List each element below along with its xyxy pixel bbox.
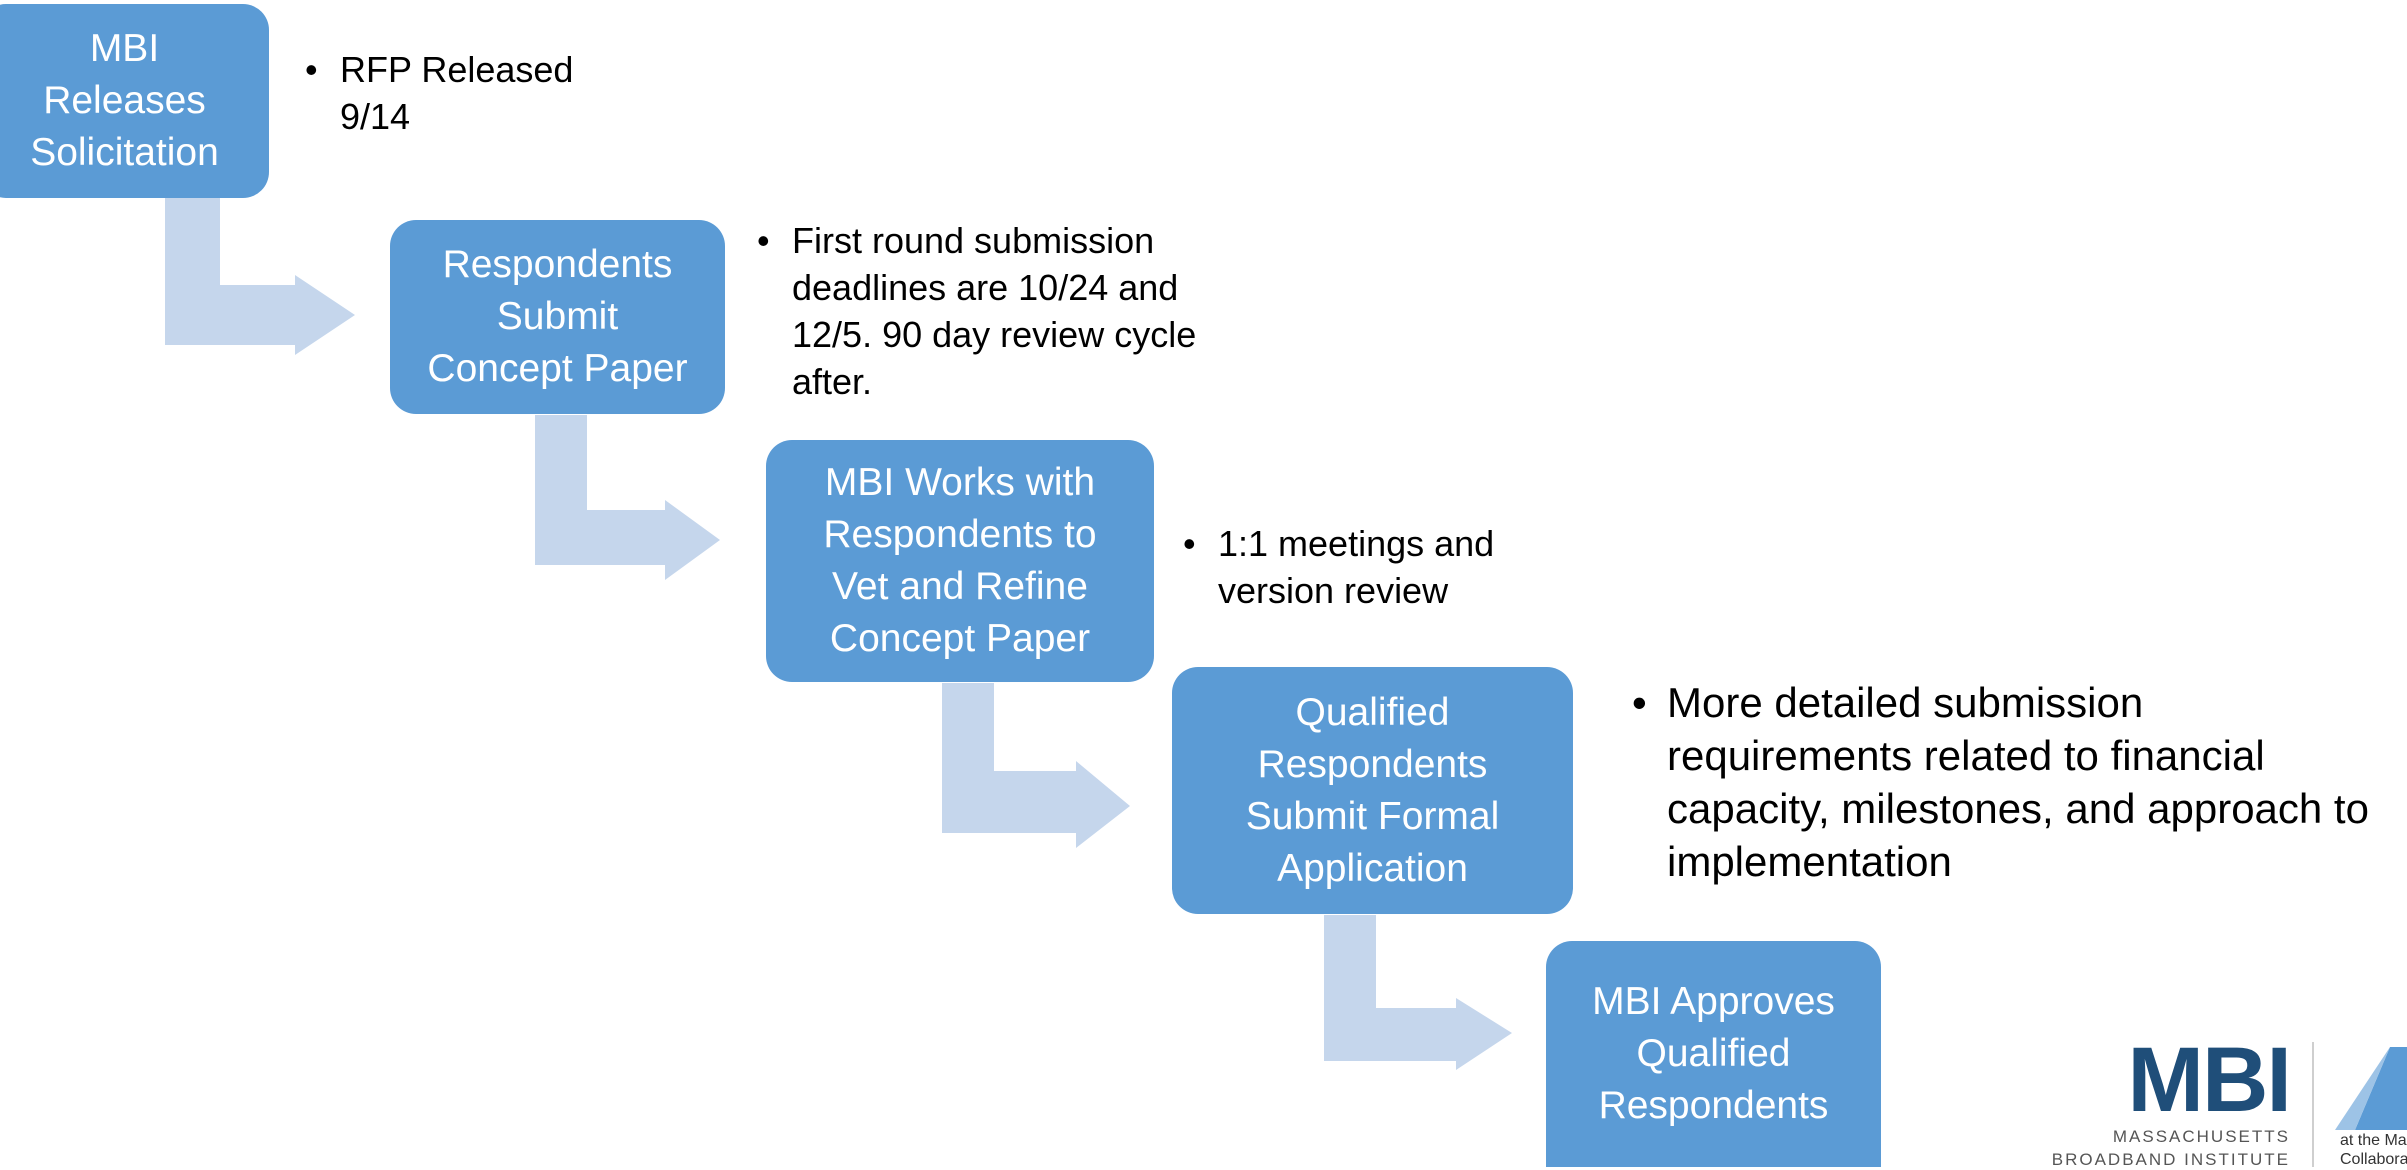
step-approves-qualified: MBI Approves Qualified Respondents <box>1546 941 1881 1167</box>
logo-side-text-1: at the Ma <box>2340 1132 2407 1149</box>
logo-line-2: BROADBAND INSTITUTE <box>2051 1150 2290 1169</box>
note-text: RFP Released 9/14 <box>340 49 574 137</box>
note-text: 1:1 meetings and version review <box>1218 523 1495 611</box>
bent-arrow-2 <box>535 415 720 580</box>
step-vet-and-refine: MBI Works with Respondents to Vet and Re… <box>766 440 1154 682</box>
bullet: • <box>757 220 770 261</box>
mbi-logo: MBI <box>2127 1029 2292 1131</box>
logo-side-text-2: Collabora <box>2340 1151 2407 1168</box>
note-submission-deadlines: • First round submission deadlines are 1… <box>757 217 1277 405</box>
note-meetings: • 1:1 meetings and version review <box>1183 520 1583 614</box>
step-label: MBI Works with Respondents to Vet and Re… <box>823 461 1097 660</box>
note-detailed-requirements: • More detailed submission requirements … <box>1632 676 2407 888</box>
logo-line-1: MASSACHUSETTS <box>2112 1127 2290 1146</box>
step-releases-solicitation: MBI Releases Solicitation <box>0 4 269 198</box>
bullet: • <box>1632 679 1647 726</box>
step-submit-concept-paper: Respondents Submit Concept Paper <box>390 220 725 414</box>
logo-divider <box>2312 1042 2314 1167</box>
note-text: First round submission deadlines are 10/… <box>792 220 1197 402</box>
note-text: More detailed submission requirements re… <box>1667 679 2369 885</box>
bent-arrow-1 <box>165 195 355 355</box>
bullet: • <box>305 49 318 90</box>
step-submit-formal-application: Qualified Respondents Submit Formal Appl… <box>1172 667 1573 914</box>
step-label: MBI Approves Qualified Respondents <box>1592 980 1835 1127</box>
bullet: • <box>1183 523 1196 564</box>
bent-arrow-4 <box>1324 915 1512 1070</box>
step-label: MBI Releases Solicitation <box>30 27 219 174</box>
step-label: Respondents Submit Concept Paper <box>427 243 688 390</box>
step-label: Qualified Respondents Submit Formal Appl… <box>1245 690 1500 890</box>
note-rfp-released: • RFP Released 9/14 <box>305 46 635 140</box>
sail-logo-icon <box>2335 1047 2407 1130</box>
bent-arrow-3 <box>942 683 1130 848</box>
